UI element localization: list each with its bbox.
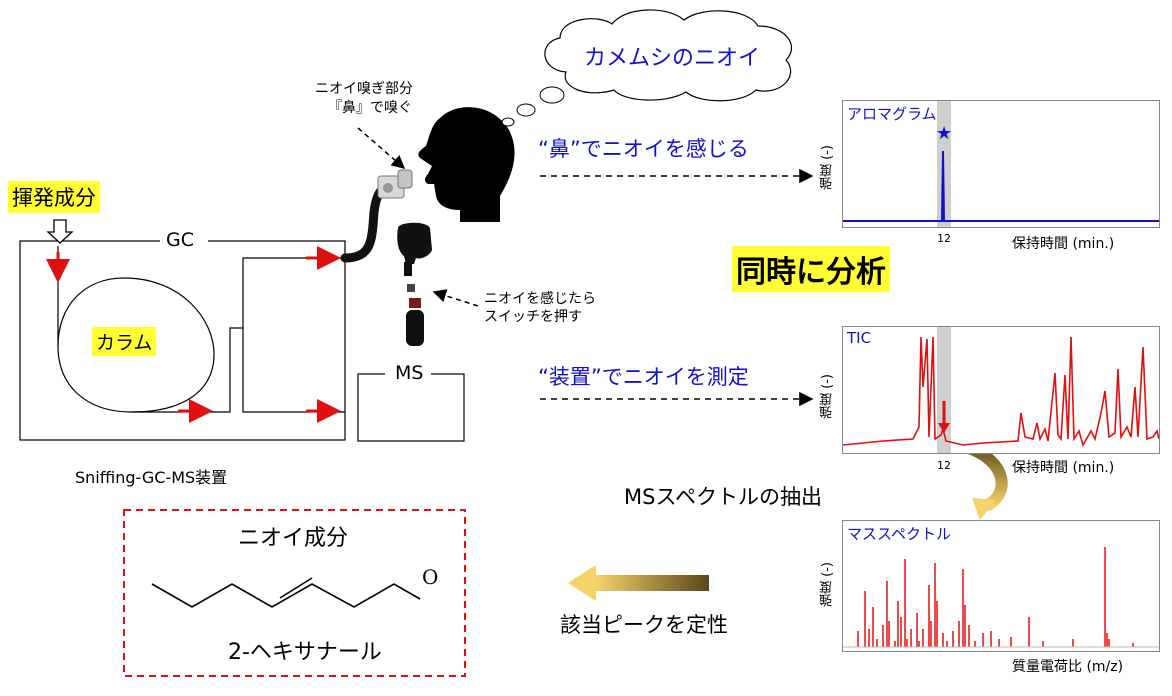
- thought-text: カメムシのニオイ: [584, 46, 761, 71]
- aromagram-peak-star: ★: [936, 123, 953, 144]
- tic-trace: [843, 336, 1159, 448]
- aromagram-trace: [843, 150, 1159, 222]
- ms-box: [357, 373, 465, 442]
- mass-spectrum-title: マススペクトル: [847, 525, 951, 543]
- sniff-port-note-1: ニオイ嗅ぎ部分: [315, 81, 413, 97]
- tic-plot: [843, 336, 1159, 448]
- switch-note-arrow: [432, 289, 479, 307]
- mass-spectrum-ylabel: 強度 (-): [820, 562, 835, 607]
- device-text: “装置”でニオイを測定: [538, 365, 749, 389]
- switch-note-1: ニオイを感じたら: [484, 291, 596, 307]
- mass-spectrum-chart: マススペクトル: [842, 520, 1160, 652]
- aromagram-xtick: 12: [937, 232, 951, 245]
- hexenal-structure: [151, 577, 421, 608]
- switch-note-2: スイッチを押す: [484, 309, 582, 325]
- extract-text: MSスペクトルの抽出: [624, 485, 822, 509]
- head-silhouette: [418, 107, 515, 222]
- gc-label: GC: [166, 229, 194, 251]
- column-label: カラム: [92, 327, 157, 356]
- tic-title: TIC: [847, 329, 872, 347]
- aromagram-ylabel: 強度 (-): [820, 145, 835, 190]
- thought-dot-large: [539, 86, 565, 104]
- inlet-arrow: [46, 219, 74, 244]
- aromagram-chart: アロマグラム ★: [842, 100, 1160, 228]
- tic-highlight-band: [937, 327, 951, 453]
- odor-compound-box: [123, 509, 466, 677]
- aldehyde-oxygen-label: O: [422, 565, 439, 589]
- ms-label: MS: [395, 362, 424, 384]
- tic-peak-marker-head: [938, 423, 950, 433]
- identify-text: 該当ピークを定性: [560, 613, 728, 637]
- tic-chart: TIC: [842, 326, 1160, 454]
- nose-text: “鼻”でニオイを感じる: [538, 137, 749, 161]
- mass-spectrum-xlabel: 質量電荷比 (m/z): [1012, 659, 1124, 675]
- device-caption: Sniffing-GC-MS装置: [75, 468, 228, 487]
- aromagram-title: アロマグラム: [847, 105, 937, 123]
- tic-xtick: 12: [937, 459, 951, 472]
- simultaneous-analysis-label: 同時に分析: [732, 246, 890, 292]
- mass-spectrum-plot: [843, 547, 1159, 648]
- tic-ylabel: 強度 (-): [820, 374, 835, 419]
- volatile-component-label: 揮発成分: [8, 181, 100, 213]
- thought-dot-small: [501, 117, 515, 127]
- odor-box-title: ニオイ成分: [238, 526, 349, 551]
- sniff-note-arrow: [357, 127, 406, 169]
- hand-switch: [397, 222, 432, 346]
- thought-cloud: [544, 9, 792, 102]
- thought-dot-medium: [516, 103, 536, 117]
- aromagram-plot: [843, 150, 1159, 222]
- sniff-port-note-2: 『鼻』で嗅ぐ: [328, 100, 412, 116]
- tic-xlabel: 保持時間 (min.): [1012, 460, 1115, 476]
- compound-name: 2-ヘキサナール: [228, 640, 382, 665]
- sniff-port: [377, 169, 413, 199]
- aromagram-xlabel: 保持時間 (min.): [1012, 236, 1115, 252]
- identify-arrow: [596, 575, 709, 591]
